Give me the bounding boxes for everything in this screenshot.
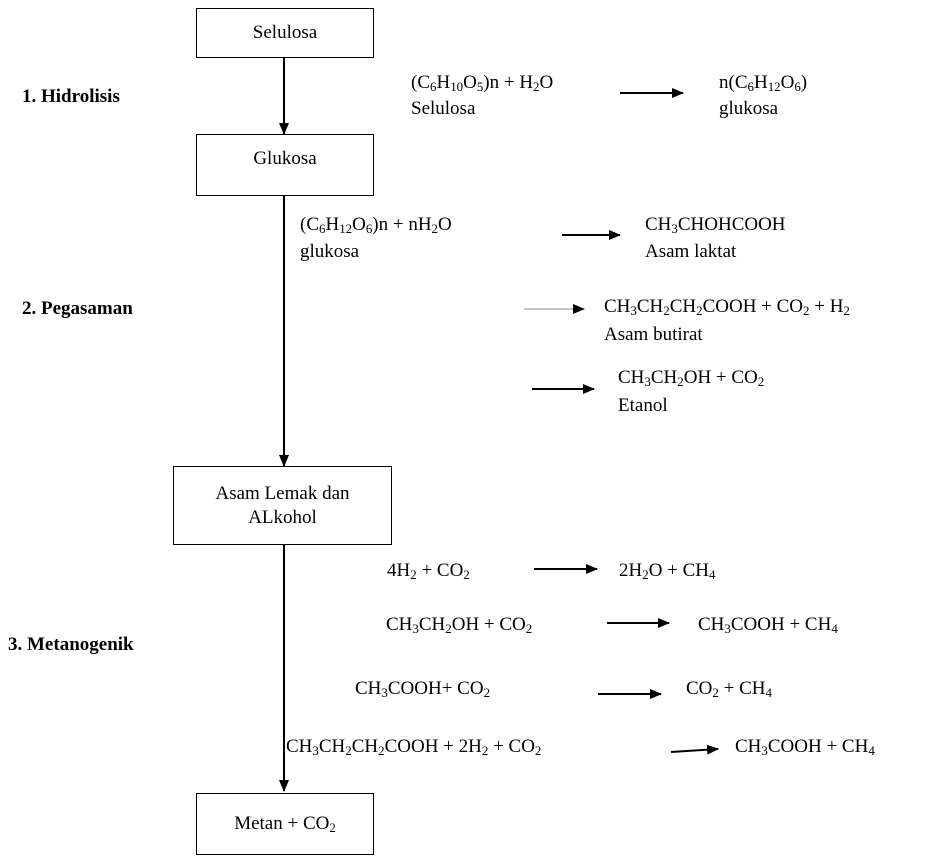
box-asam-lemak: Asam Lemak dan ALkohol xyxy=(173,466,392,545)
label-selulosa: Selulosa xyxy=(411,98,476,119)
formula-m2-product: CH3COOH + CH4 xyxy=(698,614,838,636)
reaction-arrow-m4 xyxy=(670,744,719,755)
formula-n-glukosa: n(C6H12O6) xyxy=(719,72,808,94)
box-metan-label: Metan + CO2 xyxy=(234,813,336,835)
box-selulosa-label: Selulosa xyxy=(252,22,318,43)
box-glukosa: Glukosa xyxy=(196,134,374,196)
formula-m4-reactant: CH3CH2CH2COOH + 2H2 + CO2 xyxy=(286,736,542,758)
label-asam-butirat: Asam butirat xyxy=(604,324,703,345)
box-glukosa-label: Glukosa xyxy=(253,148,317,169)
formula-m1-product: 2H2O + CH4 xyxy=(619,560,716,582)
formula-m1-reactant: 4H2 + CO2 xyxy=(387,560,470,582)
formula-etanol: CH3CH2OH + CO2 xyxy=(618,367,765,389)
label-asam-laktat: Asam laktat xyxy=(645,241,737,262)
label-glukosa-reactant: glukosa xyxy=(300,241,360,262)
stage-metanogenik: 3. Metanogenik xyxy=(8,634,134,655)
formula-asam-laktat: CH3CHOHCOOH xyxy=(645,214,786,236)
label-glukosa-product: glukosa xyxy=(719,98,779,119)
box-asam-lemak-line1: Asam Lemak dan xyxy=(215,482,350,504)
formula-m3-product: CO2 + CH4 xyxy=(686,678,772,700)
formula-glukosa-nh2o: (C6H12O6)n + nH2O xyxy=(300,214,452,236)
stage-hidrolisis: 1. Hidrolisis xyxy=(22,86,120,107)
formula-m4-product: CH3COOH + CH4 xyxy=(735,736,875,758)
formula-m3-reactant: CH3COOH+ CO2 xyxy=(355,678,491,700)
box-metan: Metan + CO2 xyxy=(196,793,374,855)
stage-pegasaman: 2. Pegasaman xyxy=(22,298,133,319)
formula-asam-butirat: CH3CH2CH2COOH + CO2 + H2 xyxy=(604,296,850,318)
formula-selulosa-h2o: (C6H10O5)n + H2O xyxy=(411,72,554,94)
label-etanol: Etanol xyxy=(618,395,668,416)
box-selulosa: Selulosa xyxy=(196,8,374,58)
formula-m2-reactant: CH3CH2OH + CO2 xyxy=(386,614,533,636)
box-asam-lemak-line2: ALkohol xyxy=(248,506,317,528)
